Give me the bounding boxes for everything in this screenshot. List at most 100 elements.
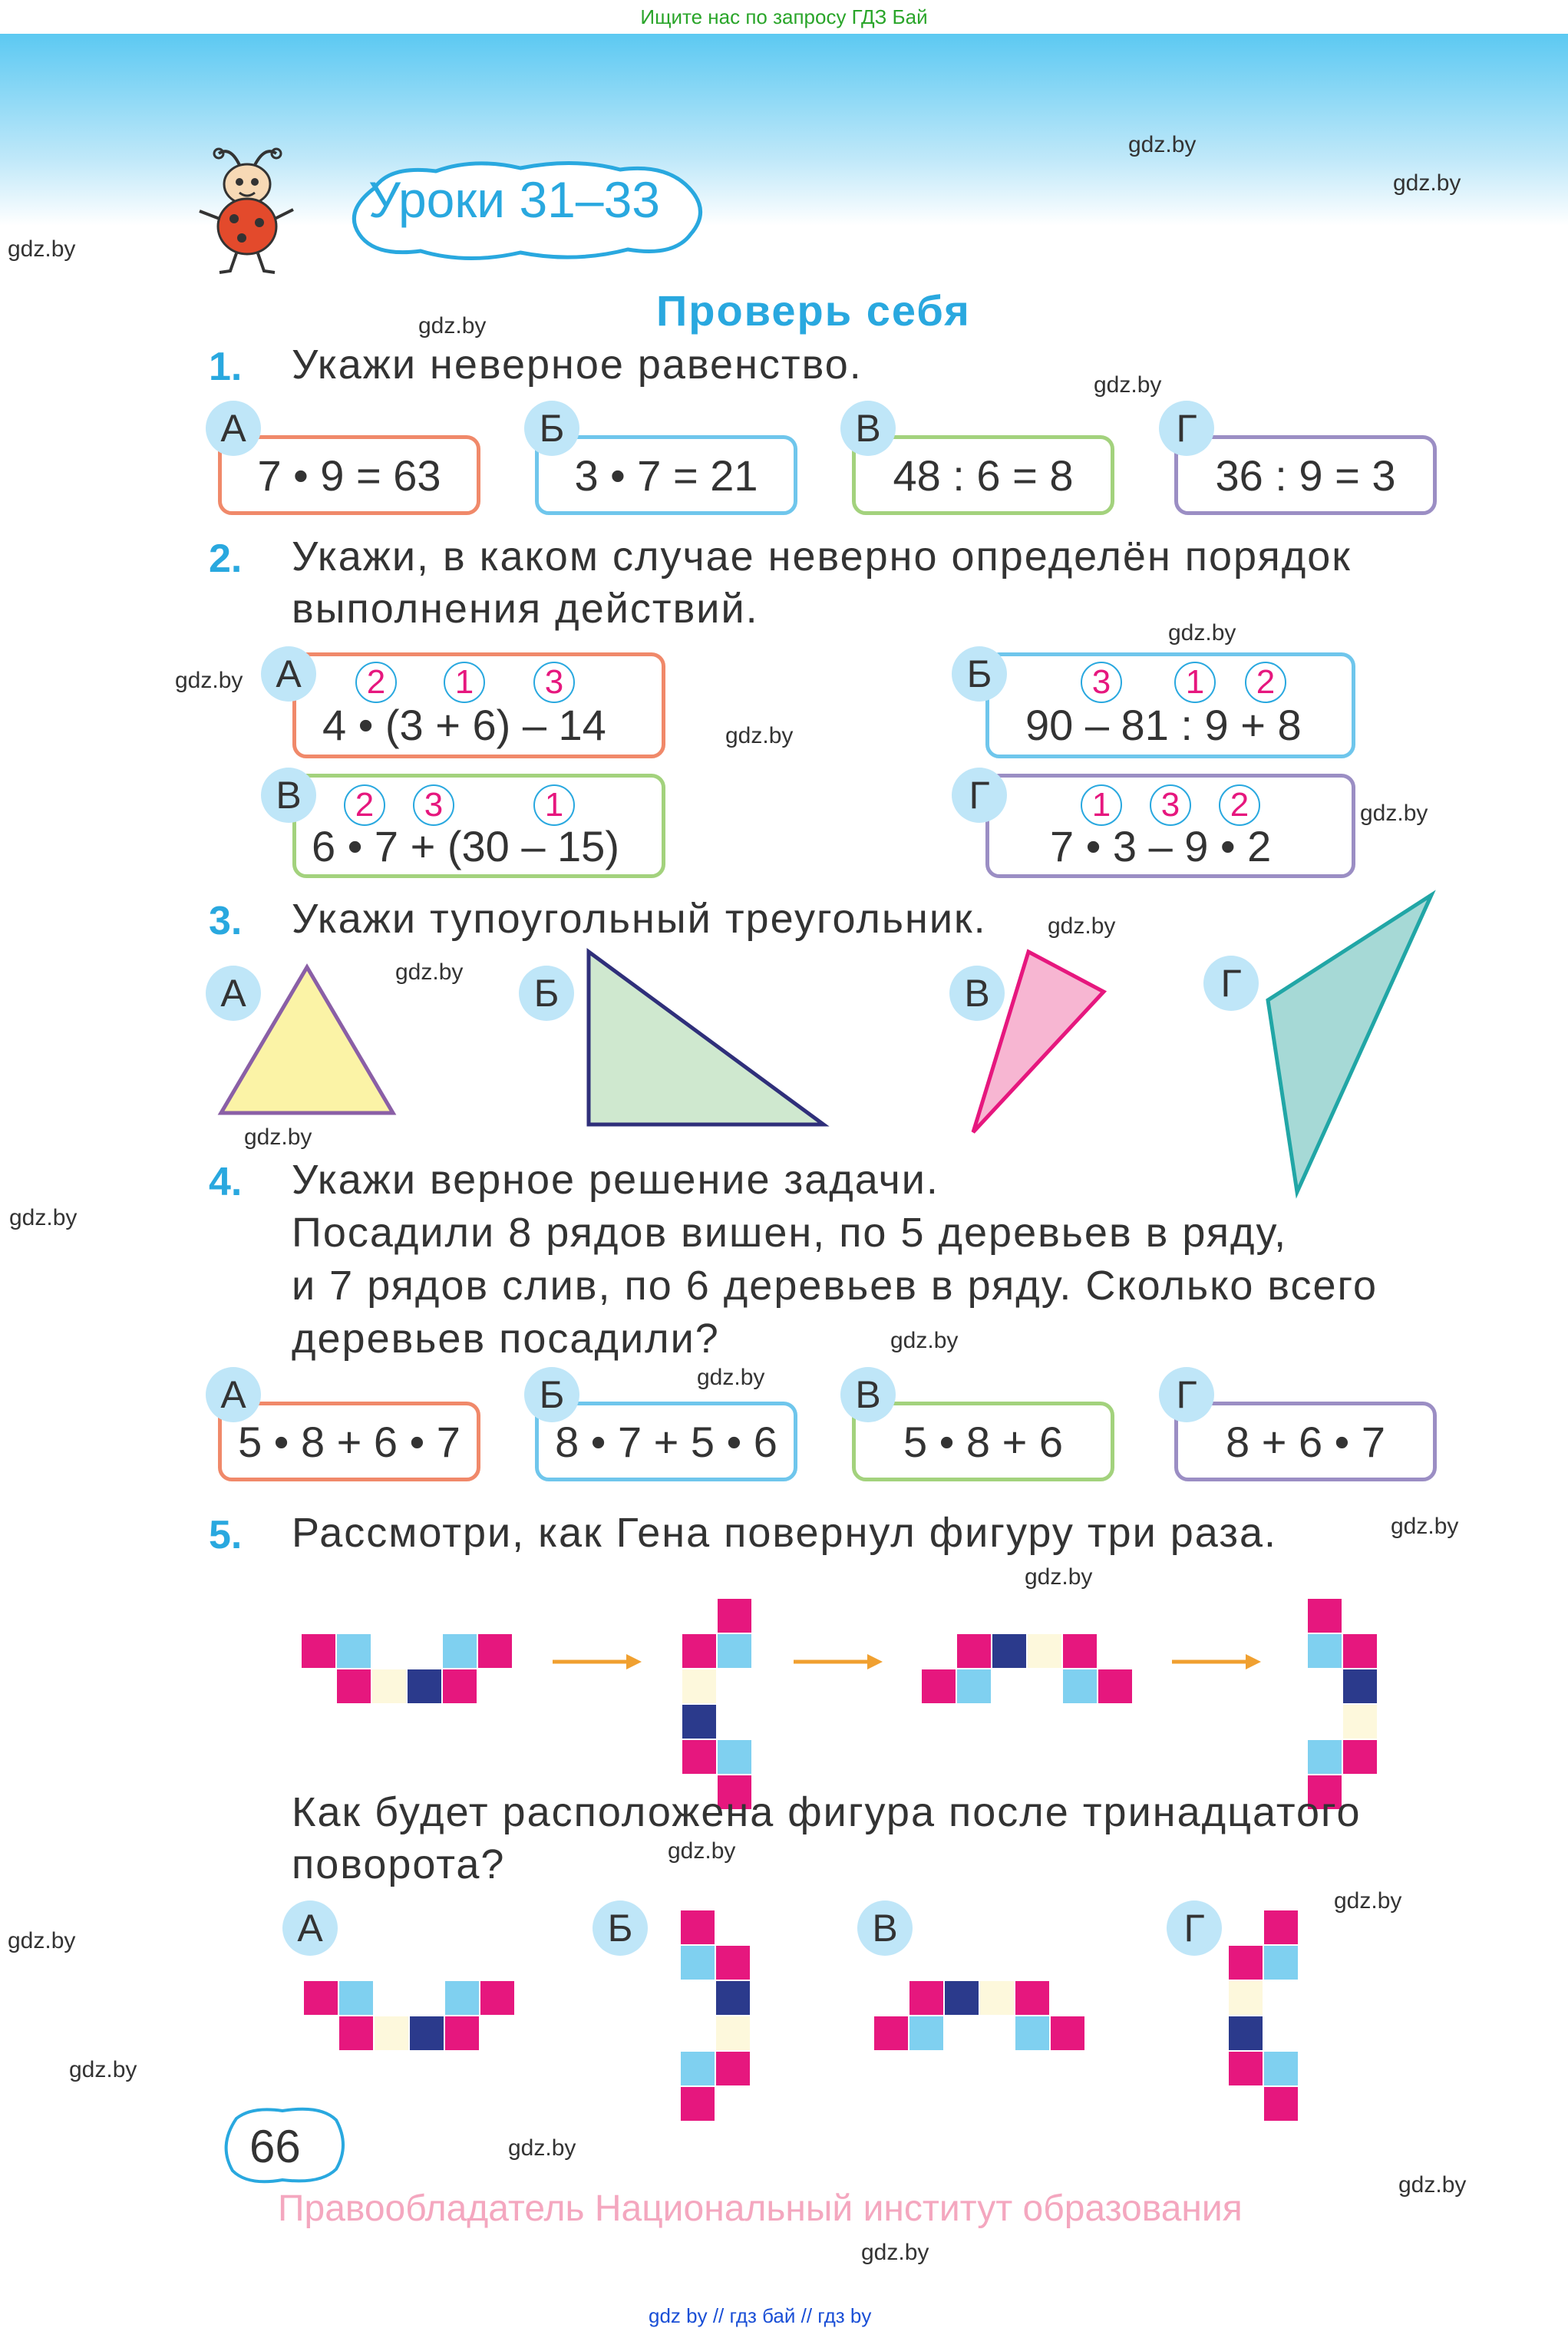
task-question-line: Как будет расположена фигура после трина… xyxy=(292,1789,1362,1835)
option-expression: 4 • (3 + 6) – 14 xyxy=(322,701,606,749)
tile xyxy=(682,1739,717,1775)
task-text: Укажи тупоугольный треугольник. xyxy=(292,896,987,942)
tile xyxy=(680,2086,715,2122)
tile xyxy=(1098,1669,1133,1704)
order-marker: 3 xyxy=(533,662,575,703)
triangle-right-b[interactable] xyxy=(579,944,833,1132)
watermark: gdz.by xyxy=(1334,1888,1402,1914)
watermark: gdz.by xyxy=(1094,372,1162,398)
tile xyxy=(442,1669,477,1704)
watermark: gdz.by xyxy=(890,1328,959,1353)
order-marker: 2 xyxy=(1245,662,1286,703)
tile xyxy=(1015,2016,1050,2051)
tile xyxy=(1015,1980,1050,2016)
tile xyxy=(717,1598,752,1633)
tile xyxy=(715,2016,751,2051)
tile xyxy=(909,2016,944,2051)
tile xyxy=(1228,2051,1263,2086)
arrow-right-icon xyxy=(794,1654,883,1669)
option-box[interactable] xyxy=(985,652,1355,758)
option-letter: Б xyxy=(952,646,1007,702)
watermark: gdz.by xyxy=(668,1838,736,1864)
arrow-right-icon xyxy=(553,1654,642,1669)
tile xyxy=(717,1775,752,1810)
option-box[interactable]: 3 • 7 = 21 xyxy=(535,435,797,515)
tile xyxy=(1263,1945,1299,1980)
order-marker: 1 xyxy=(1081,784,1122,826)
watermark: gdz.by xyxy=(175,668,243,693)
task-number: 4. xyxy=(209,1160,243,1204)
triangle-acute-v[interactable] xyxy=(967,944,1113,1140)
tile xyxy=(444,1980,480,2016)
tile xyxy=(717,1739,752,1775)
task-number: 1. xyxy=(209,345,243,389)
watermark: gdz.by xyxy=(1048,913,1116,939)
order-marker: 1 xyxy=(533,784,575,826)
tile xyxy=(992,1633,1027,1669)
task-text-line: и 7 рядов слив, по 6 деревьев в ряду. Ск… xyxy=(292,1263,1378,1309)
bottom-links[interactable]: gdz by // гдз бай // гдз by xyxy=(649,2304,872,2327)
watermark: gdz.by xyxy=(418,313,487,338)
watermark: gdz.by xyxy=(861,2240,929,2265)
order-marker: 1 xyxy=(444,662,485,703)
tile xyxy=(682,1633,717,1669)
option-letter: Г xyxy=(1203,956,1259,1011)
tile xyxy=(1263,1910,1299,1945)
option-box[interactable]: 8 • 7 + 5 • 6 xyxy=(535,1402,797,1481)
watermark: gdz.by xyxy=(725,723,794,748)
task-text-line: Посадили 8 рядов вишен, по 5 деревьев в … xyxy=(292,1210,1288,1256)
watermark: gdz.by xyxy=(8,1928,76,1953)
copyright-notice: Правообладатель Национальный институт об… xyxy=(278,2188,1243,2229)
tile xyxy=(477,1633,513,1669)
watermark: gdz.by xyxy=(244,1124,312,1150)
tile xyxy=(336,1669,371,1704)
tile xyxy=(680,1910,715,1945)
option-box[interactable]: 5 • 8 + 6 xyxy=(852,1402,1114,1481)
tile xyxy=(409,2016,444,2051)
option-letter: Б xyxy=(519,966,574,1021)
option-expression: 5 • 8 + 6 • 7 xyxy=(238,1417,460,1466)
task-text-line: деревьев посадили? xyxy=(292,1316,720,1362)
task-text-line: выполнения действий. xyxy=(292,586,759,632)
watermark: gdz.by xyxy=(1391,1514,1459,1539)
option-expression: 3 • 7 = 21 xyxy=(574,451,758,500)
tile xyxy=(1228,1980,1263,2016)
triangle-acute-a[interactable] xyxy=(215,959,414,1121)
option-expression: 90 – 81 : 9 + 8 xyxy=(1025,701,1302,749)
watermark: gdz.by xyxy=(697,1365,765,1390)
option-letter: Г xyxy=(1159,401,1214,456)
task-text-line: Укажи верное решение задачи. xyxy=(292,1157,939,1203)
option-letter: Б xyxy=(593,1900,648,1956)
tile xyxy=(715,1945,751,1980)
option-letter: А xyxy=(206,401,261,456)
tile xyxy=(717,1633,752,1669)
tile xyxy=(1228,2016,1263,2051)
tile xyxy=(1307,1775,1342,1810)
triangle-obtuse-g[interactable] xyxy=(1259,889,1443,1200)
option-letter: В xyxy=(840,401,896,456)
option-letter: А xyxy=(206,1367,261,1422)
order-marker: 2 xyxy=(355,662,397,703)
option-expression: 7 • 3 – 9 • 2 xyxy=(1050,822,1272,870)
search-hint-bar: Ищите нас по запросу ГДЗ Бай xyxy=(0,0,1568,34)
option-box[interactable]: 7 • 9 = 63 xyxy=(218,435,480,515)
option-letter: Г xyxy=(1167,1900,1222,1956)
option-box[interactable]: 5 • 8 + 6 • 7 xyxy=(218,1402,480,1481)
option-expression: 36 : 9 = 3 xyxy=(1215,451,1396,500)
tile xyxy=(336,1633,371,1669)
tile xyxy=(682,1704,717,1739)
option-box[interactable]: 48 : 6 = 8 xyxy=(852,435,1114,515)
tile xyxy=(1342,1669,1378,1704)
order-marker: 3 xyxy=(413,784,454,826)
tile xyxy=(444,2016,480,2051)
option-expression: 6 • 7 + (30 – 15) xyxy=(312,822,619,870)
page-number-badge xyxy=(224,2107,345,2184)
option-expression: 7 • 9 = 63 xyxy=(257,451,441,500)
option-expression: 8 + 6 • 7 xyxy=(1226,1417,1385,1466)
option-box[interactable]: 8 + 6 • 7 xyxy=(1174,1402,1437,1481)
tile xyxy=(1027,1633,1062,1669)
option-box[interactable]: 36 : 9 = 3 xyxy=(1174,435,1437,515)
watermark: gdz.by xyxy=(1360,801,1428,826)
task-number: 3. xyxy=(209,899,243,943)
watermark: gdz.by xyxy=(1398,2172,1467,2198)
